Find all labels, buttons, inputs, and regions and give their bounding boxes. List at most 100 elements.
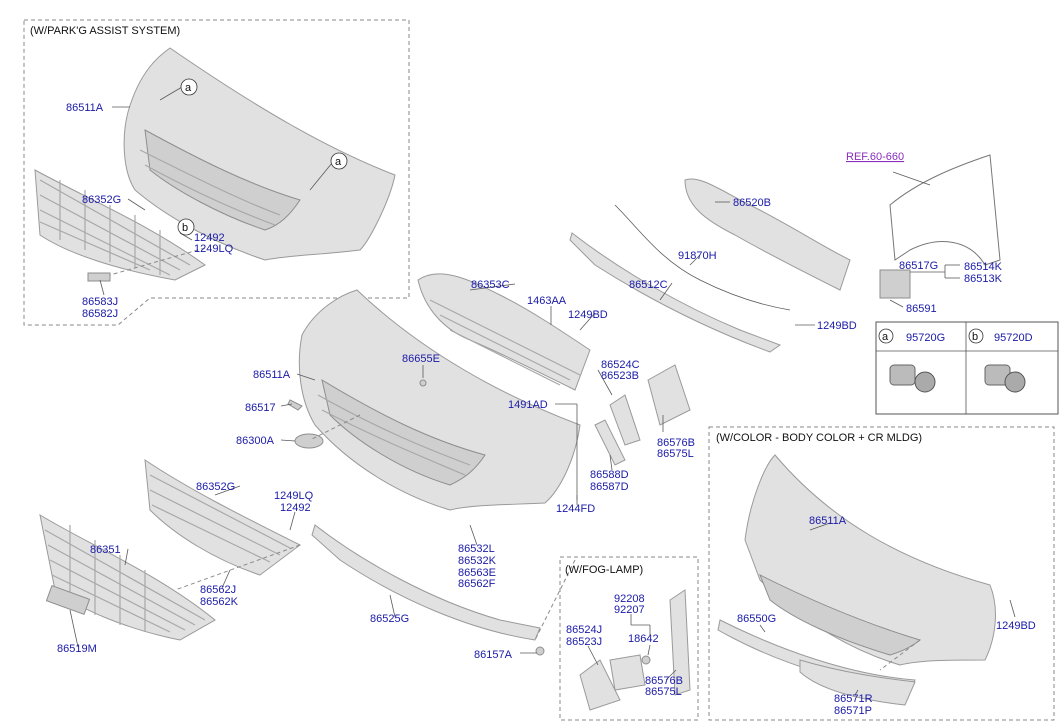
callout-a-1[interactable]: a — [180, 78, 198, 96]
svg-text:b: b — [182, 222, 188, 234]
sensor-legend-box — [875, 321, 1059, 415]
part-label-92207[interactable]: 92207 — [614, 604, 645, 616]
part-label-1463aa[interactable]: 1463AA — [527, 295, 567, 307]
part-label-86575l[interactable]: 86575L — [645, 686, 682, 698]
part-label-86523b[interactable]: 86523B — [601, 370, 639, 382]
svg-text:a: a — [882, 331, 889, 343]
sensor-95720g-image — [889, 364, 936, 393]
part-label-86562f[interactable]: 86562F — [458, 578, 496, 590]
part-label-1244fd[interactable]: 1244FD — [556, 503, 595, 515]
legend-callout-a: a — [878, 328, 894, 344]
part-label-86524c[interactable]: 86524C — [601, 359, 640, 371]
svg-text:a: a — [185, 82, 192, 94]
part-label-86583j[interactable]: 86583J — [82, 296, 118, 308]
upper-grille-86353c — [417, 273, 591, 391]
part-label-1249lq[interactable]: 1249LQ — [274, 490, 314, 502]
part-label-86351[interactable]: 86351 — [90, 544, 121, 556]
part-label-86352g[interactable]: 86352G — [82, 194, 121, 206]
bumper-cover-color — [744, 454, 996, 666]
part-label-1491ad[interactable]: 1491AD — [508, 399, 548, 411]
part-label-86563e[interactable]: 86563E — [458, 567, 496, 579]
bezel-86576b — [669, 589, 691, 696]
part-label-86512c[interactable]: 86512C — [629, 279, 668, 291]
part-label-86550g[interactable]: 86550G — [737, 613, 776, 625]
part-label-12492[interactable]: 12492 — [194, 232, 225, 244]
part-label-91870h[interactable]: 91870H — [678, 250, 717, 262]
part-label-86582j[interactable]: 86582J — [82, 308, 118, 320]
part-label-86353c[interactable]: 86353C — [471, 279, 510, 291]
screw-86157a — [535, 646, 545, 656]
emblem-86300a — [294, 433, 324, 449]
park-assist-box-title: (W/PARK'G ASSIST SYSTEM) — [30, 25, 180, 37]
part-label-1249lq[interactable]: 1249LQ — [194, 243, 234, 255]
part-label-18642[interactable]: 18642 — [628, 633, 659, 645]
part-label-86571p[interactable]: 86571P — [834, 705, 872, 717]
absorber-86520b — [684, 178, 851, 291]
part-label-86562k[interactable]: 86562K — [200, 596, 239, 608]
part-label-86576b[interactable]: 86576B — [657, 437, 695, 449]
bumper-cover-main — [298, 289, 581, 511]
part-label-86511a[interactable]: 86511A — [66, 102, 104, 114]
part-label-86655e[interactable]: 86655E — [402, 353, 440, 365]
bracket-86524c — [609, 394, 641, 446]
part-label-86514k[interactable]: 86514K — [964, 261, 1003, 273]
bracket-86517g — [879, 269, 911, 299]
part-label-86519m[interactable]: 86519M — [57, 643, 97, 655]
part-label-1249bd[interactable]: 1249BD — [817, 320, 857, 332]
fog-lamp-group-box — [559, 556, 699, 721]
part-label-86511a[interactable]: 86511A — [809, 515, 847, 527]
part-label-86562j[interactable]: 86562J — [200, 584, 236, 596]
ref-60-660-link[interactable]: REF.60-660 — [846, 151, 904, 163]
part-label-86513k[interactable]: 86513K — [964, 273, 1003, 285]
part-label-86157a[interactable]: 86157A — [474, 649, 513, 661]
part-label-86532k[interactable]: 86532K — [458, 555, 497, 567]
part-label-1249bd[interactable]: 1249BD — [996, 620, 1036, 632]
svg-text:b: b — [972, 331, 978, 343]
callout-b-1[interactable]: b — [177, 218, 195, 236]
stay-86512c — [569, 232, 782, 353]
part-label-86576b[interactable]: 86576B — [645, 675, 683, 687]
part-label-86587d[interactable]: 86587D — [590, 481, 629, 493]
bolt-86655e — [419, 379, 427, 387]
grille-86352g — [144, 458, 301, 576]
callout-a-2[interactable]: a — [330, 152, 348, 170]
svg-text:a: a — [335, 156, 342, 168]
grille-park-assist — [34, 169, 206, 281]
part-label-86511a[interactable]: 86511A — [253, 369, 291, 381]
part-label-86517[interactable]: 86517 — [245, 402, 276, 414]
part-label-86591[interactable]: 86591 — [906, 303, 937, 315]
part-label-12492[interactable]: 12492 — [280, 502, 311, 514]
assembly-lines — [109, 247, 921, 671]
part-label-92208[interactable]: 92208 — [614, 593, 645, 605]
part-label-86571r[interactable]: 86571R — [834, 693, 873, 705]
part-label-1249bd[interactable]: 1249BD — [568, 309, 608, 321]
bracket-86576b — [647, 364, 691, 426]
color-box-title: (W/COLOR - BODY COLOR + CR MLDG) — [716, 432, 922, 444]
wiring-91870h — [614, 204, 791, 311]
part-label-86352g[interactable]: 86352G — [196, 481, 235, 493]
part-label-86517g[interactable]: 86517G — [899, 260, 938, 272]
park-assist-group-box — [23, 19, 410, 326]
part-label-86575l[interactable]: 86575L — [657, 448, 694, 460]
part-label-86523j[interactable]: 86523J — [566, 636, 602, 648]
legend-part-95720d[interactable]: 95720D — [994, 332, 1033, 344]
part-label-86520b[interactable]: 86520B — [733, 197, 771, 209]
legend-part-95720g[interactable]: 95720G — [906, 332, 945, 344]
plate-86519m — [45, 585, 91, 615]
legend-callout-b: b — [968, 328, 984, 344]
clip-86517 — [287, 399, 303, 411]
color-group-box — [708, 426, 1055, 721]
sensor-95720d-image — [984, 364, 1026, 393]
part-label-86588d[interactable]: 86588D — [590, 469, 629, 481]
fog-lamp-box-title: (W/FOG-LAMP) — [565, 564, 643, 576]
bumper-cover-park-assist — [123, 47, 396, 261]
molding-park-assist — [87, 272, 111, 282]
lip-86525g — [311, 524, 541, 641]
fog-lamp-92208 — [609, 654, 646, 691]
part-label-86300a[interactable]: 86300A — [236, 435, 275, 447]
part-label-86524j[interactable]: 86524J — [566, 624, 602, 636]
part-label-86525g[interactable]: 86525G — [370, 613, 409, 625]
part-label-86532l[interactable]: 86532L — [458, 543, 495, 555]
